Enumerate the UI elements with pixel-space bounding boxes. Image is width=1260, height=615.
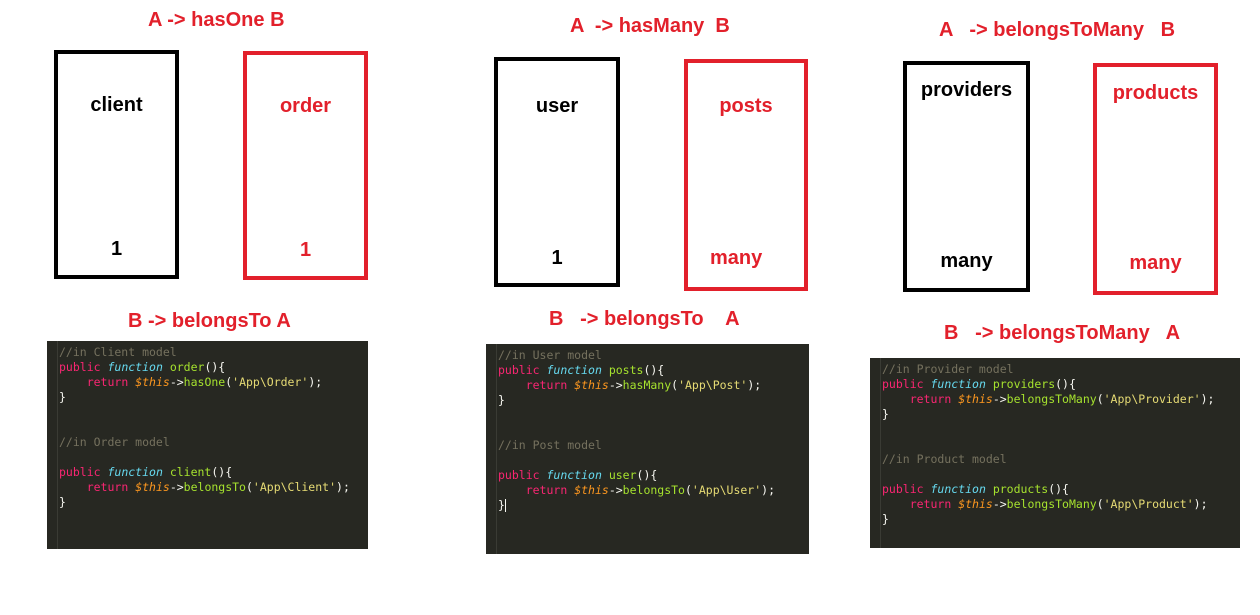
inverse-relation-heading: B -> belongsToMany A	[944, 322, 1181, 344]
relation-method: hasOne	[183, 375, 226, 389]
entity-name: user	[535, 95, 579, 117]
entity-name: posts	[719, 95, 773, 117]
cardinality-label: 1	[110, 238, 123, 260]
relation-heading: A -> hasOne B	[148, 9, 285, 31]
code-comment: //in Order model	[59, 435, 170, 449]
entity-name: order	[279, 95, 332, 117]
code-snippet: //in Provider model public function prov…	[870, 358, 1240, 548]
entity-box-a: user 1	[494, 57, 620, 287]
entity-name: client	[90, 94, 143, 116]
relation-method: belongsToMany	[1006, 497, 1097, 511]
entity-box-a: providers many	[903, 61, 1030, 292]
entity-box-b: products many	[1093, 63, 1218, 295]
entity-name: products	[1112, 82, 1199, 104]
method-name: client	[169, 465, 212, 479]
relation-heading: A -> hasMany B	[570, 15, 730, 37]
text-caret	[504, 499, 506, 512]
code-snippet: //in User model public function posts(){…	[486, 344, 809, 554]
method-name: posts	[608, 363, 644, 377]
code-comment: //in Client model	[59, 345, 177, 359]
entity-name: providers	[920, 79, 1013, 101]
inverse-relation-heading: B -> belongsTo A	[549, 308, 740, 330]
entity-box-b: order 1	[243, 51, 368, 280]
method-name: products	[992, 482, 1049, 496]
method-name: providers	[992, 377, 1056, 391]
entity-box-b: posts many	[684, 59, 808, 291]
cardinality-label: many	[1129, 252, 1182, 274]
method-name: user	[608, 468, 637, 482]
relation-method: belongsTo	[622, 483, 685, 497]
cardinality-label: many	[940, 250, 993, 272]
method-name: order	[169, 360, 205, 374]
relation-method: belongsTo	[183, 480, 246, 494]
relation-heading: A -> belongsToMany B	[939, 19, 1176, 41]
code-comment: //in Provider model	[882, 362, 1014, 376]
cardinality-label: many	[710, 247, 763, 269]
relation-method: belongsToMany	[1006, 392, 1097, 406]
inverse-relation-heading: B -> belongsTo A	[128, 310, 291, 332]
code-comment: //in Post model	[498, 438, 602, 452]
cardinality-label: 1	[551, 247, 563, 269]
code-comment: //in User model	[498, 348, 602, 362]
entity-box-a: client 1	[54, 50, 179, 279]
code-snippet: //in Client model public function order(…	[47, 341, 368, 549]
code-comment: //in Product model	[882, 452, 1007, 466]
cardinality-label: 1	[299, 239, 312, 261]
relation-method: hasMany	[622, 378, 672, 392]
